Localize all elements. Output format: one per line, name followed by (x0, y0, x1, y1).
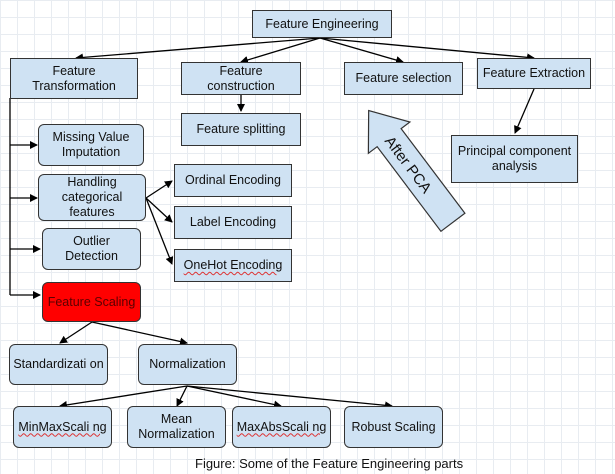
node-minmax-scaling: MinMaxScali ng (13, 406, 112, 448)
edge-root-selection (319, 37, 404, 64)
node-feature-selection: Feature selection (344, 62, 463, 95)
node-maxabs-scaling-label: MaxAbsScali ng (236, 419, 327, 434)
edge-normalization-maxabs (186, 385, 282, 409)
node-label-encoding-label: Label Encoding (189, 215, 277, 229)
node-mean-normalization: Mean Normalization (127, 406, 226, 448)
node-robust-scaling: Robust Scaling (344, 406, 443, 448)
node-feature-splitting: Feature splitting (181, 113, 301, 146)
edge-scaling-standardization (59, 321, 93, 344)
node-mean-normalization-label: Mean Normalization (138, 412, 215, 441)
node-ordinal-encoding-label: Ordinal Encoding (185, 173, 281, 187)
node-feature-scaling-label: Feature Scaling (47, 294, 136, 309)
edge-categorical-onehot (145, 197, 174, 265)
node-feature-transformation: Feature Transformation (10, 58, 138, 99)
figure-caption: Figure: Some of the Feature Engineering … (195, 456, 464, 471)
node-normalization-label: Normalization (149, 357, 226, 371)
node-feature-extraction: Feature Extraction (477, 58, 591, 89)
edge-categorical-label (145, 197, 173, 223)
node-label-encoding: Label Encoding (174, 206, 292, 239)
node-maxabs-scaling: MaxAbsScali ng (232, 406, 331, 448)
node-feature-engineering: Feature Engineering (252, 10, 392, 38)
after-pca-arrow-shape (367, 109, 466, 233)
node-feature-construction-label: Feature construction (207, 63, 275, 93)
edge-scaling-normalization (91, 321, 188, 346)
edge-normalization-mean (176, 385, 188, 407)
edge-normalization-robust (186, 385, 393, 410)
node-missing-value-imputation-label: Missing Value Imputation (52, 130, 130, 159)
node-missing-value-imputation: Missing Value Imputation (38, 124, 144, 166)
edge-categorical-ordinal (145, 180, 173, 199)
node-feature-selection-label: Feature selection (355, 71, 452, 85)
node-normalization: Normalization (138, 344, 237, 385)
edge-normalization-minmax (59, 385, 188, 409)
node-robust-scaling-label: Robust Scaling (351, 419, 436, 434)
edge-extraction-pca (514, 88, 535, 134)
node-feature-extraction-label: Feature Extraction (482, 66, 586, 80)
node-feature-construction: Feature construction (181, 62, 301, 95)
node-standardization: Standardizati on (9, 344, 108, 385)
node-principal-component-analysis: Principal component analysis (451, 135, 578, 183)
node-handling-categorical-features-label: Handling categorical features (61, 175, 123, 219)
node-feature-splitting-label: Feature splitting (196, 122, 286, 136)
node-feature-engineering-label: Feature Engineering (265, 16, 379, 31)
node-minmax-scaling-label: MinMaxScali ng (18, 419, 107, 434)
node-ordinal-encoding: Ordinal Encoding (174, 164, 292, 197)
node-outlier-detection: Outlier Detection (42, 228, 141, 270)
edge-root-construction (240, 37, 321, 64)
node-onehot-encoding-label: OneHot Encoding (183, 258, 283, 272)
node-feature-scaling: Feature Scaling (42, 282, 141, 322)
node-outlier-detection-label: Outlier Detection (65, 234, 118, 263)
edge-root-transformation (75, 37, 321, 62)
node-standardization-label: Standardizati on (13, 357, 104, 371)
node-feature-transformation-label: Feature Transformation (32, 63, 116, 93)
edge-root-extraction (319, 37, 535, 62)
node-handling-categorical-features: Handling categorical features (38, 174, 146, 221)
node-onehot-encoding: OneHot Encoding (174, 249, 292, 282)
node-principal-component-analysis-label: Principal component analysis (457, 144, 572, 173)
